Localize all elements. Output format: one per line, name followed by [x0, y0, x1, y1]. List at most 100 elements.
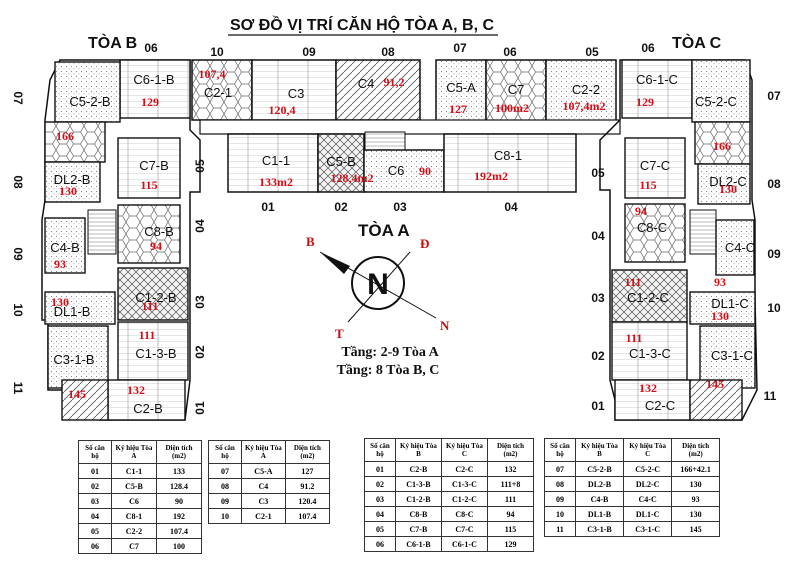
- unit-b-166[interactable]: [44, 121, 106, 163]
- unit-number: 01: [193, 401, 207, 415]
- unit-number: 03: [193, 295, 207, 309]
- unit-dl2-c[interactable]: [697, 163, 751, 205]
- col-header: Ký hiệu Tòa A: [111, 440, 157, 464]
- floors-line-1: Tầng: 2-9 Tòa A: [341, 345, 439, 360]
- col-header: Ký hiệu Tòa C: [622, 438, 673, 462]
- unit-c1-2-b[interactable]: [117, 267, 189, 321]
- cell: DL1-C: [622, 506, 673, 522]
- cell: 10: [544, 506, 576, 522]
- unit-label: DL2-C: [709, 174, 747, 189]
- unit-c3-1-b[interactable]: [47, 325, 109, 389]
- cell: C5-B: [111, 478, 157, 494]
- cell: 02: [364, 476, 396, 492]
- cell: 04: [78, 508, 112, 524]
- unit-number: 07: [453, 41, 467, 55]
- unit-dl1-b[interactable]: [44, 291, 116, 325]
- unit-b-145[interactable]: [61, 379, 109, 421]
- cell: DL2-C: [622, 476, 673, 492]
- compass: N B Đ N T: [306, 234, 450, 341]
- unit-number: 02: [334, 200, 348, 214]
- legend-header: Số căn hộ Ký hiệu Tòa A Diện tích (m2): [78, 440, 203, 464]
- unit-c6-1-c[interactable]: [621, 59, 693, 119]
- cell: 133: [155, 463, 203, 479]
- unit-dl1-c[interactable]: [689, 291, 756, 325]
- unit-label: C2-B: [133, 401, 163, 416]
- cell: C2-B: [395, 461, 442, 477]
- unit-c6-1-b[interactable]: [119, 59, 191, 119]
- unit-label: C2-2: [572, 82, 600, 97]
- unit-area: 94: [150, 239, 162, 253]
- unit-label: C8-1: [494, 148, 522, 163]
- unit-number: 10: [767, 301, 781, 315]
- cell: C3-1-C: [622, 521, 673, 537]
- unit-area: 130: [59, 184, 77, 198]
- cell: 130: [671, 506, 720, 522]
- cell: C5-A: [241, 463, 286, 479]
- col-header: Ký hiệu Tòa A: [241, 440, 286, 464]
- unit-c-145[interactable]: [689, 379, 743, 421]
- cell: 94: [487, 506, 534, 522]
- unit-label: C7: [508, 82, 525, 97]
- unit-c5-2-b[interactable]: [54, 61, 121, 123]
- unit-dl2-b[interactable]: [44, 161, 101, 203]
- unit-c2-b[interactable]: [107, 379, 186, 421]
- unit-c7-b[interactable]: [117, 137, 181, 199]
- unit-c4-b[interactable]: [44, 217, 86, 274]
- legend-header: Số căn hộ Ký hiệu Tòa B Ký hiệu Tòa C Di…: [544, 438, 720, 462]
- unit-c8-c[interactable]: [624, 203, 686, 263]
- unit-area: 115: [639, 178, 656, 192]
- unit-number: 09: [302, 45, 316, 59]
- unit-c3-1-c[interactable]: [699, 325, 756, 389]
- cell: C3-1-B: [575, 521, 624, 537]
- unit-c2-c[interactable]: [614, 379, 691, 421]
- col-header: Diện tích (m2): [284, 440, 331, 464]
- unit-label: C3-1-B: [53, 352, 94, 367]
- cell: 03: [78, 493, 112, 509]
- unit-area: 127: [449, 102, 467, 116]
- cell: 11: [544, 521, 576, 537]
- compass-axis-ew: [347, 251, 411, 323]
- cell: 145: [671, 521, 720, 537]
- unit-c5-2-c[interactable]: [691, 59, 751, 123]
- cell: C3: [241, 493, 286, 509]
- unit-c8-1[interactable]: [443, 133, 577, 193]
- unit-label: C4-C: [725, 240, 755, 255]
- compass-ring: [351, 256, 405, 310]
- unit-label: C5-A: [446, 80, 476, 95]
- unit-c7-c[interactable]: [624, 137, 686, 199]
- unit-c3[interactable]: [251, 59, 337, 121]
- cell: C4-B: [575, 491, 624, 507]
- cell: C1-1: [111, 463, 157, 479]
- unit-label: C5-2-B: [69, 94, 110, 109]
- compass-east: Đ: [420, 236, 429, 251]
- cell: 05: [78, 523, 112, 539]
- cell: C2-2: [111, 523, 157, 539]
- unit-area: 129: [636, 95, 654, 109]
- unit-c7[interactable]: [485, 59, 547, 123]
- cell: 05: [364, 521, 396, 537]
- cell: 07: [208, 463, 242, 479]
- unit-label: C6: [388, 163, 405, 178]
- unit-c6[interactable]: [363, 149, 445, 193]
- unit-c1-1[interactable]: [227, 133, 319, 193]
- unit-number: 10: [11, 303, 25, 317]
- unit-c1-3-c[interactable]: [611, 321, 688, 381]
- unit-area: 107,4: [199, 67, 226, 81]
- unit-c4-c[interactable]: [715, 219, 755, 276]
- unit-c1-3-b[interactable]: [117, 321, 189, 381]
- unit-label: C4-B: [50, 240, 80, 255]
- cell: C6: [111, 493, 157, 509]
- unit-area: 130: [51, 295, 69, 309]
- unit-label: C1-3-C: [629, 346, 671, 361]
- cell: 166+42.1: [671, 461, 720, 477]
- unit-c4[interactable]: [335, 59, 421, 121]
- core-stair-a: [364, 131, 406, 153]
- unit-label: C2-1: [204, 85, 232, 100]
- unit-c8-b[interactable]: [117, 204, 181, 264]
- building-b-label: TÒA B: [88, 33, 137, 52]
- unit-labels: C2-1 107,4 C3 120,4 C4 91,2 C5-A 127 C7 …: [50, 67, 755, 416]
- unit-number: 09: [11, 247, 25, 261]
